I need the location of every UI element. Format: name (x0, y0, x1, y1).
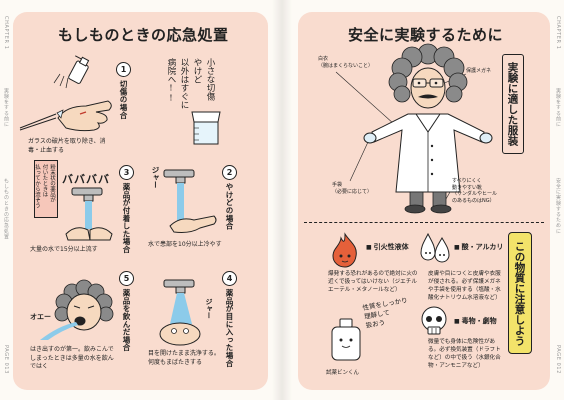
mascot-name: 試薬ビンくん (326, 370, 360, 376)
shoes-label: すべりにくく 動きやすい靴 （サンダルやヒール のあるものはNG） (452, 178, 498, 204)
section-label: 実験をする前に (555, 88, 561, 128)
reagent-bottle-icon (331, 318, 361, 361)
attire-heading-box: 実験に適した服装 (502, 54, 524, 154)
powder-tip-box: 粉末状の薬品が 付いたときは 払ってから流そう (34, 160, 58, 218)
hand-shape (57, 100, 112, 132)
case-note-swallowed: はき出すのが第一。飲みこんでしまったときは多量の水を飲んではく (30, 346, 114, 370)
page-title: もしものときの応急処置 (58, 26, 229, 44)
lab-coat-label: 白衣 （腕はまくらないこと） (318, 56, 374, 69)
faucet-icon (163, 169, 217, 233)
sfx-water: ジャー (205, 298, 213, 319)
faucet-icon (65, 187, 113, 241)
chapter-label: CHAPTER 1 (3, 16, 9, 50)
goggles-label: 保護メガネ (466, 68, 492, 74)
scientist-features (417, 81, 438, 99)
rinsing-face (159, 322, 201, 346)
chapter-label: CHAPTER 1 (555, 16, 561, 50)
skull-icon (421, 306, 447, 335)
vomiting-person-illustration (40, 279, 114, 340)
shoes (404, 204, 452, 214)
scientist-face (410, 67, 446, 109)
faucet-body (163, 169, 195, 184)
scientist-illustration (363, 43, 493, 214)
spray-bottle-icon (68, 55, 90, 84)
sfx-splash: ババババ (62, 173, 110, 186)
water-stream (177, 183, 184, 223)
hazard-note-acid-alkali: 皮膚や目につくと皮膚や衣服が侵される。必ず保護メガネや手袋を使用する（塩酸・水酸… (428, 271, 501, 301)
case-note-burn: 水で患部を10分以上冷やす (148, 241, 222, 248)
left-page: CHAPTER 1 実験をする前に もしものときの応急処置 PAGE 013 も… (3, 12, 268, 390)
spray-lines (53, 73, 69, 89)
case-heading-burn: やけどの場合 (225, 183, 234, 230)
faucet-body (163, 279, 195, 294)
droplet-icon (420, 232, 450, 263)
case-number-badge: 3 (119, 165, 134, 180)
case-heading-chemical-contact: 薬品が付着した場合 (122, 183, 131, 254)
gloves (363, 132, 493, 144)
case-heading-swallowed: 薬品を飲んだ場合 (122, 289, 131, 352)
water-spray (40, 322, 78, 340)
page-title: 安全に実験するために (348, 26, 504, 44)
faucet-icon (159, 279, 201, 346)
case-number-badge: 5 (119, 271, 134, 286)
case-note-cut: ガラスの破片を取り除き、消毒・止血する (28, 138, 106, 154)
tweezers-icon (19, 113, 57, 131)
lab-coat (371, 113, 485, 193)
page-number: PAGE 012 (555, 345, 561, 374)
hazard-heading-box: この物質に注意しよう (508, 232, 532, 354)
section-label: 実験をする前に (3, 88, 9, 128)
rinsing-hands (65, 227, 113, 241)
hazard-label-acid-alkali: 酸・アルカリ (454, 242, 504, 252)
case-number-badge: 1 (116, 62, 131, 77)
handwritten-hospital-note: 小さな切傷 やけど 以外はすぐに 病院へ!! (166, 58, 215, 109)
case-heading-cut: 切傷の場合 (119, 80, 128, 119)
section-divider (304, 222, 544, 223)
right-page: CHAPTER 1 実験をする前に 安全に実験するために PAGE 012 安全… (282, 0, 564, 400)
water-stream (170, 293, 192, 324)
gloves-label: 手袋 （必要に応じて） (332, 182, 373, 195)
glass-shard (56, 109, 64, 119)
hazard-label-toxic: 毒物・劇物 (454, 316, 497, 326)
water-stream (85, 201, 92, 229)
case-number-badge: 4 (222, 271, 237, 286)
case-note-eye-contact: 目を開けたまま洗浄する。何度もまばたきする (148, 350, 220, 366)
case-number-badge: 2 (222, 165, 237, 180)
topic-label: 安全に実験するために (555, 178, 561, 234)
sfx-vomit: オエー (30, 313, 51, 321)
topic-label: もしものときの応急処置 (3, 178, 9, 240)
hazard-label-flammable: 引火性液体 (366, 242, 409, 252)
face-features (73, 305, 95, 326)
case-heading-eye-contact: 薬品が目に入った場合 (225, 289, 234, 367)
page-number: PAGE 013 (3, 345, 9, 374)
legs (409, 191, 447, 207)
faucet-body (71, 187, 103, 202)
hazard-note-toxic: 微量でも身体に危険性がある。必ず換気装置（ドラフトなど）の中で扱う（水銀化合物・… (428, 339, 501, 369)
hazard-note-flammable: 爆発する恐れがあるので絶対に火の近くで扱ってはいけない（ジエチルエーテル・メタノ… (328, 271, 418, 293)
sfx-water: ジャー (151, 166, 160, 189)
flame-icon (332, 232, 357, 268)
cut-hand-illustration (19, 55, 112, 132)
burned-hand (169, 215, 217, 233)
gutter-shadow (272, 0, 292, 400)
beaker-icon (191, 111, 221, 145)
scientist-hair (388, 43, 468, 103)
case-note-chemical-contact: 大量の水で15分以上流す (30, 246, 98, 253)
